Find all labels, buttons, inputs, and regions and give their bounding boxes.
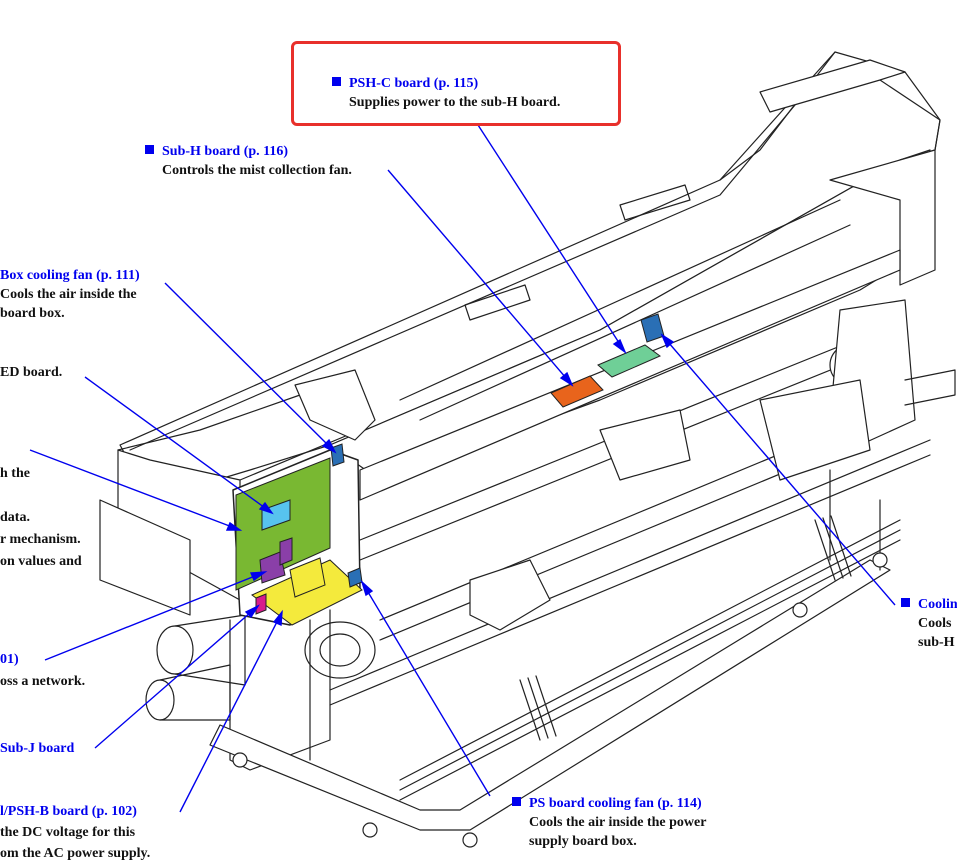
caster-3: [462, 832, 478, 848]
leader-sub-h: [387, 169, 573, 386]
label-sub-h-title: Sub-H board (p. 116): [145, 142, 352, 161]
media-line-2: [399, 529, 901, 791]
right-housing: [829, 149, 936, 286]
leader-cooling-right-arrow: [660, 333, 675, 349]
label-network-desc: oss a network.: [0, 674, 86, 689]
label-ps-fan-desc-1: Cools the air inside the power: [529, 815, 707, 830]
label-led: ED board.: [0, 363, 62, 382]
leader-network: [44, 571, 266, 661]
label-sub-h-desc: Controls the mist collection fan.: [162, 163, 352, 178]
cover-panel-line-2: [419, 224, 851, 421]
psh-c-board-mint: [597, 344, 661, 378]
label-psh-b-desc-2: om the AC power supply.: [0, 846, 151, 861]
label-psh-c: PSH-C board (p. 115) Supplies power to t…: [332, 74, 560, 112]
label-psh-b-title: l/PSH-B board (p. 102): [0, 804, 137, 819]
leader-led-arrow: [258, 501, 274, 515]
label-main-desc-2: [0, 485, 82, 507]
platen-front: [359, 249, 901, 501]
label-network-title: 01): [0, 652, 19, 667]
leader-ps-fan-arrow: [360, 579, 374, 597]
take-up-arm: [759, 379, 871, 481]
bullet-square-icon: [512, 797, 521, 806]
callout-leaders: [29, 124, 896, 813]
spindle-left: [174, 614, 246, 686]
ps-board-yellow-parts: [289, 557, 326, 598]
center-bracket: [469, 559, 551, 631]
label-main-desc-4: r mechanism.: [0, 532, 81, 547]
label-ps-fan: PS board cooling fan (p. 114) Cools the …: [512, 794, 706, 851]
label-psh-c-title: PSH-C board (p. 115): [332, 74, 560, 93]
leader-psh-b: [179, 611, 283, 813]
leader-psh-c-arrow: [612, 338, 627, 355]
leader-psh-b-arrow: [272, 609, 283, 627]
leader-sub-h-arrow: [559, 371, 574, 387]
cover-window: [464, 284, 531, 321]
sub-j-board-magenta: [255, 593, 267, 615]
label-led-desc: ED board.: [0, 365, 63, 380]
main-board-green: [235, 457, 331, 591]
leader-ps-fan: [361, 581, 491, 797]
media-line-3: [399, 539, 901, 801]
label-sub-j-title: Sub-J board: [0, 741, 75, 756]
take-up-spindle: [904, 369, 956, 406]
head-carriage: [294, 369, 376, 441]
roll-unit-side: [879, 79, 941, 151]
label-cooling-right-title: Coolin: [901, 595, 957, 614]
cover-panel-line: [399, 199, 841, 401]
colored-components: [235, 313, 665, 626]
bullet-square-icon: [901, 598, 910, 607]
leader-sub-j: [94, 605, 259, 749]
leader-network-arrow: [249, 571, 268, 582]
leader-main: [29, 449, 241, 531]
leader-box-fan: [164, 282, 336, 453]
leader-main-arrow: [225, 521, 243, 531]
highlight-frame: [291, 41, 621, 126]
label-box-fan: Box cooling fan (p. 111) Cools the air i…: [0, 266, 140, 323]
center-bracket-2: [599, 409, 691, 481]
printer-line-art: [99, 51, 956, 848]
label-ps-fan-title: PS board cooling fan (p. 114): [512, 794, 706, 813]
media-line: [399, 519, 901, 781]
label-main-desc-3: data.: [0, 510, 30, 525]
bullet-square-icon: [145, 145, 154, 154]
label-main-desc-5: on values and: [0, 554, 82, 569]
leader-cooling-right: [661, 334, 896, 606]
label-ps-fan-desc-2: supply board box.: [529, 834, 637, 849]
left-housing-front: [99, 499, 191, 616]
label-psh-c-desc: Supplies power to the sub-H board.: [349, 95, 561, 110]
leader-psh-c: [477, 124, 626, 353]
label-box-fan-desc-1: Cools the air inside the: [0, 287, 137, 302]
roller-end-left: [304, 621, 376, 679]
bullet-square-icon: [332, 77, 341, 86]
caster-2: [362, 822, 378, 838]
stand-base: [209, 559, 891, 831]
label-sub-j: Sub-J board: [0, 739, 74, 758]
main-board-purple-2: [279, 537, 293, 566]
label-sub-h: Sub-H board (p. 116) Controls the mist c…: [145, 142, 352, 180]
label-psh-b: l/PSH-B board (p. 102) the DC voltage fo…: [0, 801, 150, 864]
spring-right: [814, 515, 852, 581]
roll-unit-top: [759, 59, 906, 113]
label-cooling-right-desc-2: sub-H: [918, 635, 955, 650]
label-box-fan-title: Box cooling fan (p. 111): [0, 268, 140, 283]
label-cooling-right-desc-1: Cools: [918, 616, 952, 631]
sub-h-board-orange: [550, 375, 604, 408]
roller-end-left-inner: [319, 633, 361, 667]
caster-1: [232, 752, 248, 768]
caster-4: [872, 552, 888, 568]
leader-led: [84, 376, 273, 514]
label-main-board: h the data. r mechanism. on values and: [0, 463, 82, 573]
label-cooling-right: Coolin Cools sub-H: [901, 595, 957, 652]
label-main-desc-1: h the: [0, 466, 30, 481]
label-network: 01) oss a network.: [0, 649, 85, 693]
label-psh-b-desc-1: the DC voltage for this: [0, 825, 136, 840]
cover-window-2: [619, 184, 691, 221]
leader-sub-j-arrow: [244, 604, 260, 619]
caster-5: [792, 602, 808, 618]
leader-box-fan-arrow: [321, 438, 337, 454]
label-box-fan-desc-2: board box.: [0, 306, 65, 321]
